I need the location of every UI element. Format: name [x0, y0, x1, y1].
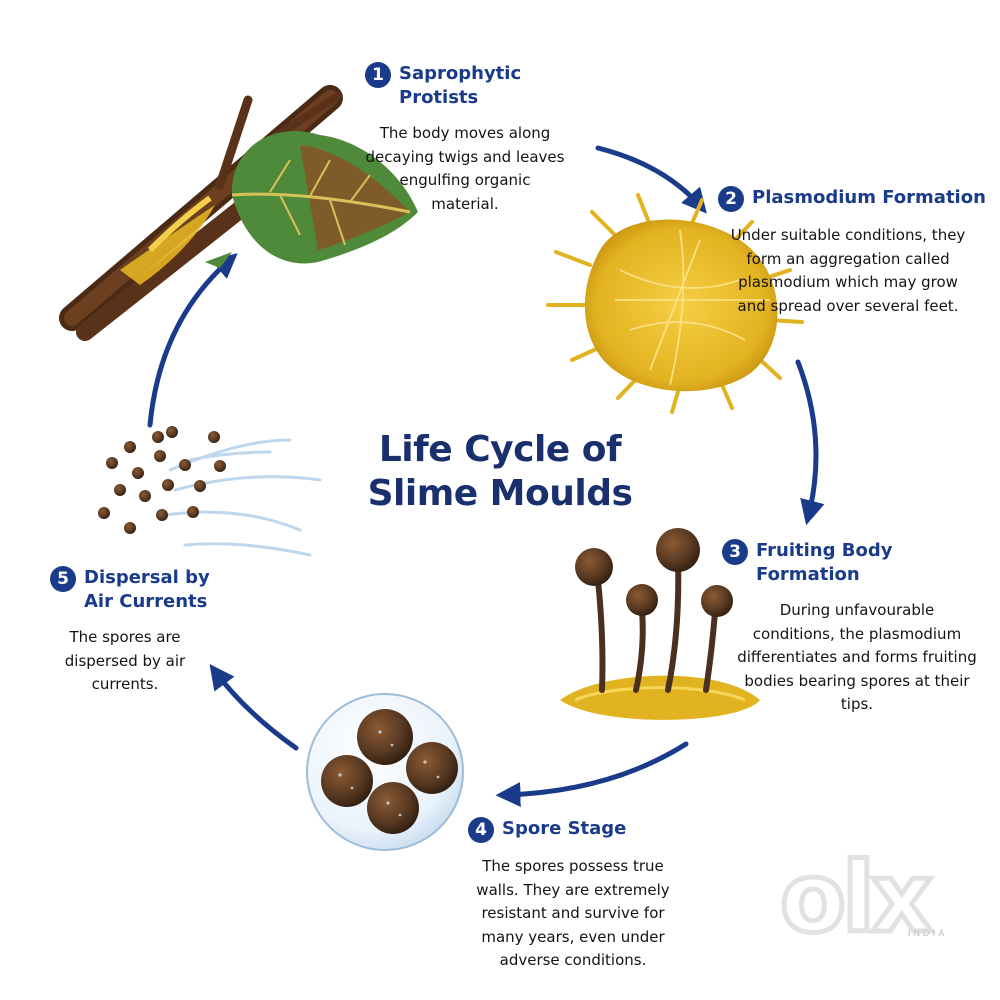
stage-5-header: 5 Dispersal by Air Currents [50, 566, 230, 614]
stage-3-title: Fruiting Body Formation [756, 540, 893, 585]
stage-4-number-badge: 4 [468, 817, 494, 843]
arrow-5-to-1 [147, 253, 238, 428]
olx-watermark: olx INDIA [778, 842, 980, 954]
stage-2-description: Under suitable conditions, they form an … [730, 226, 966, 315]
arrow-2-to-3 [795, 359, 825, 526]
stage-1-description: The body moves along decaying twigs and … [365, 124, 565, 213]
fruiting-bodies-illustration [560, 528, 760, 720]
cycle-arrows [147, 145, 825, 808]
stage-5-title: Dispersal by Air Currents [84, 567, 210, 612]
arrow-1-to-2 [595, 145, 707, 214]
stage-2-number-badge: 2 [718, 186, 744, 212]
stage-3-header: 3 Fruiting Body Formation [722, 539, 992, 587]
stage-1-saprophytic-protists: 1 Saprophytic Protists The body moves al… [365, 62, 605, 216]
title-line-2: Slime Moulds [367, 473, 633, 514]
stage-3-number-badge: 3 [722, 539, 748, 565]
twig-with-leaf-illustration [59, 85, 418, 341]
stage-2-title: Plasmodium Formation [752, 187, 986, 208]
stage-5-description: The spores are dispersed by air currents… [64, 628, 186, 693]
diagram-title: Life Cycle of Slime Moulds [300, 428, 700, 516]
stage-3-fruiting-body-formation: 3 Fruiting Body Formation During unfavou… [722, 539, 992, 717]
stage-4-header: 4 Spore Stage [468, 817, 678, 843]
arrow-3-to-4 [495, 741, 689, 808]
stage-2-plasmodium-formation: 2 Plasmodium Formation Under suitable co… [718, 186, 988, 318]
stage-4-description: The spores possess true walls. They are … [476, 857, 670, 969]
spore-bubble-illustration [306, 693, 464, 851]
watermark-brand: olx [778, 842, 936, 954]
stage-2-header: 2 Plasmodium Formation [718, 186, 988, 212]
stage-5-number-badge: 5 [50, 566, 76, 592]
stage-1-header: 1 Saprophytic Protists [365, 62, 605, 110]
plasmodium-illustration [546, 193, 804, 414]
arrow-4-to-5 [209, 663, 299, 751]
stage-4-spore-stage: 4 Spore Stage The spores possess true wa… [468, 817, 678, 973]
stage-3-description: During unfavourable conditions, the plas… [737, 601, 977, 713]
stage-4-title: Spore Stage [502, 818, 627, 839]
wind-dispersal-illustration [98, 426, 322, 557]
stage-5-dispersal-by-air-currents: 5 Dispersal by Air Currents The spores a… [50, 566, 230, 697]
watermark-region: INDIA [908, 928, 948, 938]
title-line-1: Life Cycle of [378, 429, 622, 470]
stage-1-title: Saprophytic Protists [399, 63, 522, 108]
stage-1-number-badge: 1 [365, 62, 391, 88]
